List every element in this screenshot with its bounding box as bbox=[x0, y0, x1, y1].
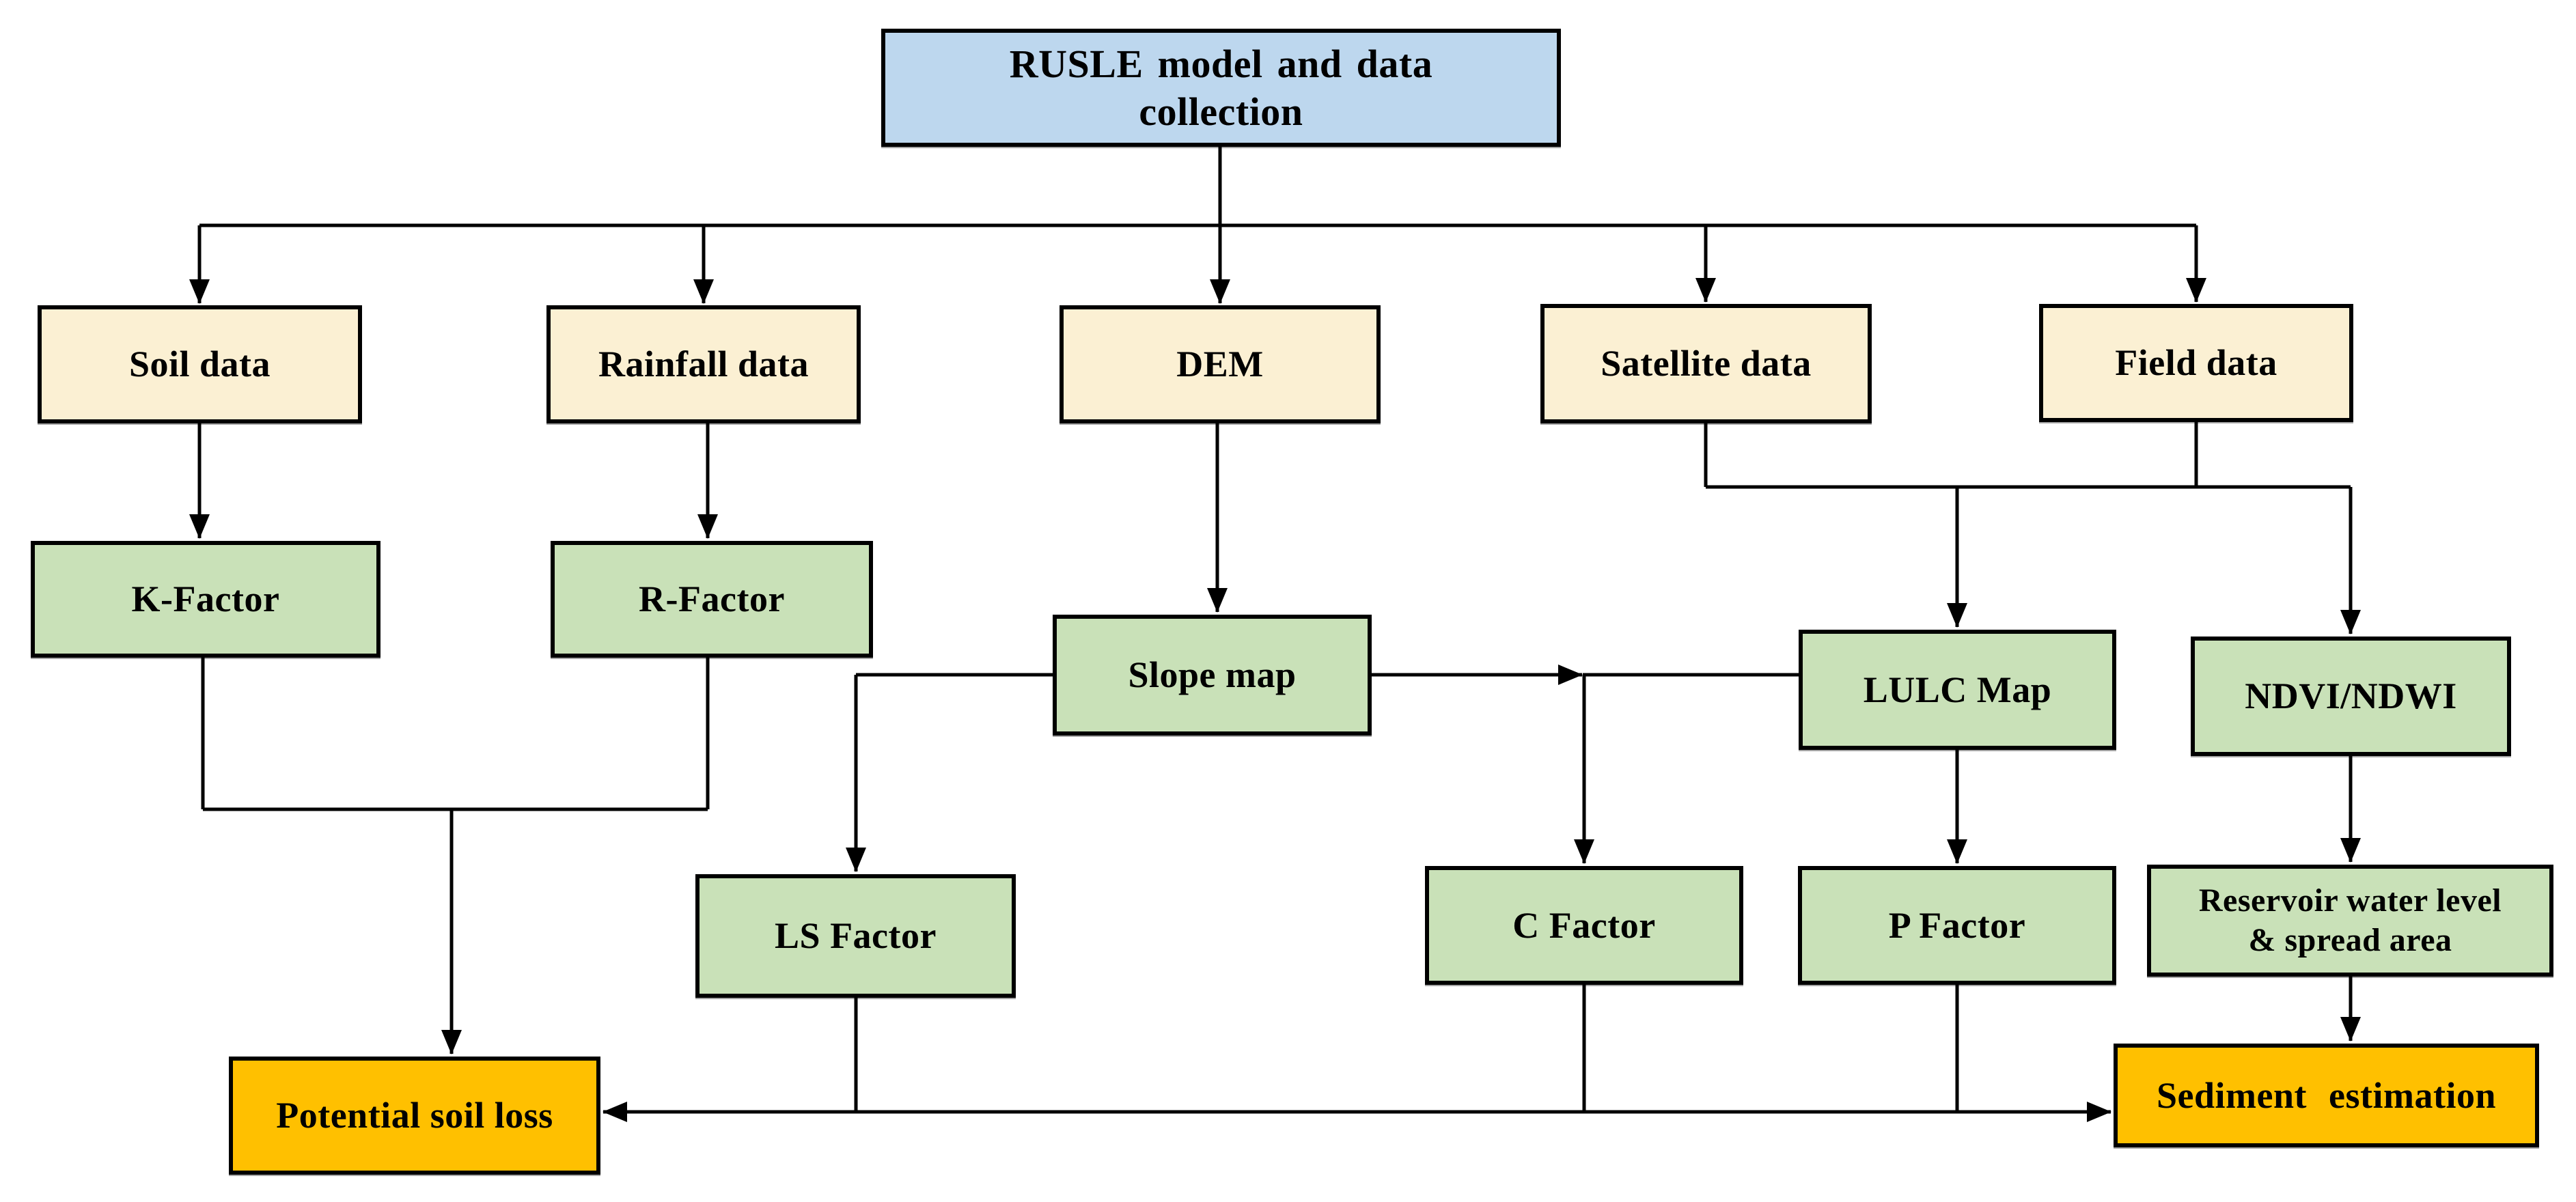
node-label: Field data bbox=[2115, 342, 2277, 384]
node-ls-factor: LS Factor bbox=[695, 874, 1016, 998]
node-lulc-map: LULC Map bbox=[1799, 630, 2116, 750]
node-c-factor: C Factor bbox=[1425, 866, 1743, 985]
node-label: DEM bbox=[1176, 344, 1264, 385]
node-label: Sediment estimation bbox=[2157, 1074, 2496, 1116]
node-label: NDVI/NDWI bbox=[2245, 675, 2457, 717]
node-label: LS Factor bbox=[775, 915, 937, 957]
node-label: Slope map bbox=[1128, 654, 1297, 696]
node-field-data: Field data bbox=[2039, 304, 2353, 422]
node-label: R-Factor bbox=[639, 578, 785, 620]
node-p-factor: P Factor bbox=[1798, 866, 2116, 985]
node-r-factor: R-Factor bbox=[551, 541, 873, 658]
node-label: K-Factor bbox=[131, 578, 280, 620]
node-label: Satellite data bbox=[1601, 343, 1812, 385]
node-label: Rainfall data bbox=[598, 344, 809, 385]
node-label: RUSLE model and data collection bbox=[1009, 41, 1433, 134]
node-k-factor: K-Factor bbox=[31, 541, 380, 658]
node-slope-map: Slope map bbox=[1053, 615, 1372, 736]
node-label: Reservoir water level & spread area bbox=[2198, 882, 2502, 958]
node-ndvi-ndwi: NDVI/NDWI bbox=[2191, 637, 2511, 756]
node-label: Soil data bbox=[128, 344, 271, 385]
node-sediment-estimation: Sediment estimation bbox=[2114, 1044, 2539, 1147]
node-dem: DEM bbox=[1060, 305, 1381, 423]
node-soil-data: Soil data bbox=[38, 305, 362, 423]
node-label: P Factor bbox=[1888, 904, 2026, 946]
node-potential-soil-loss: Potential soil loss bbox=[229, 1057, 600, 1175]
node-label: LULC Map bbox=[1863, 669, 2052, 710]
node-label: C Factor bbox=[1512, 904, 1656, 946]
node-label: Potential soil loss bbox=[276, 1095, 553, 1136]
node-rainfall-data: Rainfall data bbox=[546, 305, 861, 423]
node-reservoir-water-level: Reservoir water level & spread area bbox=[2147, 865, 2553, 977]
node-rusle: RUSLE model and data collection bbox=[881, 29, 1561, 147]
node-satellite-data: Satellite data bbox=[1540, 304, 1872, 423]
